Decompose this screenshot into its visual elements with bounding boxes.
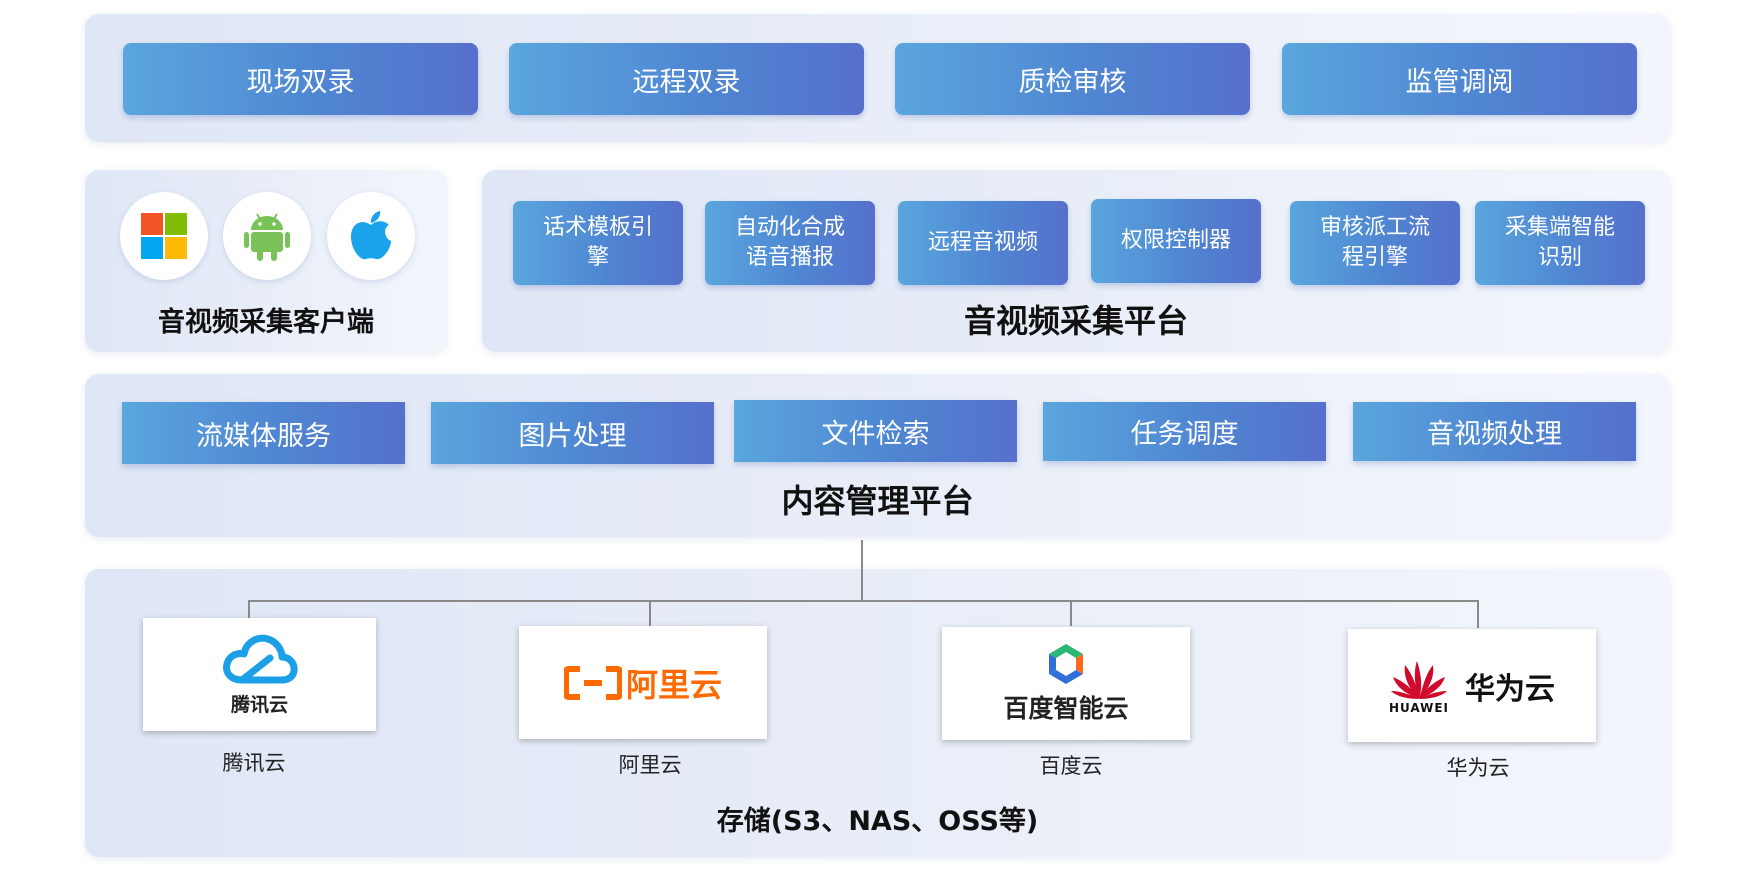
aliyun-logo-text: 阿里云 bbox=[625, 665, 722, 704]
auto-voice-broadcast-line1: 自动化合成 bbox=[734, 215, 845, 240]
auto-voice-broadcast-button[interactable]: 自动化合成 语音播报 bbox=[705, 201, 875, 285]
apple-icon bbox=[327, 192, 415, 280]
client-title: 音视频采集客户端 bbox=[158, 307, 374, 338]
baidu-cloud-label: 百度云 bbox=[1039, 754, 1103, 778]
smart-recognition-button[interactable]: 采集端智能 识别 bbox=[1475, 201, 1645, 285]
huawei-wordmark: HUAWEI bbox=[1388, 700, 1450, 715]
android-icon bbox=[223, 192, 311, 280]
image-processing-button[interactable]: 图片处理 bbox=[431, 402, 714, 464]
script-template-engine-line1: 话术模板引 bbox=[542, 215, 653, 240]
huawei-cloud-label: 华为云 bbox=[1446, 756, 1510, 780]
smart-recognition-line1: 采集端智能 bbox=[1504, 215, 1615, 240]
connector-huawei bbox=[1477, 600, 1479, 628]
review-dispatch-engine-button[interactable]: 审核派工流 程引擎 bbox=[1290, 201, 1460, 285]
tencent-cloud-label: 腾讯云 bbox=[222, 751, 286, 775]
connector-baidu bbox=[1070, 600, 1072, 626]
tencent-cloud-icon bbox=[222, 634, 298, 684]
content-platform-title: 内容管理平台 bbox=[781, 482, 974, 520]
remote-av-button[interactable]: 远程音视频 bbox=[898, 201, 1068, 285]
aliyun-label: 阿里云 bbox=[618, 753, 682, 777]
quality-review-button[interactable]: 质检审核 bbox=[895, 43, 1250, 115]
smart-recognition-line2: 识别 bbox=[1537, 245, 1582, 270]
tencent-cloud-card: 腾讯云 bbox=[143, 618, 376, 731]
huawei-cloud-card: HUAWEI 华为云 bbox=[1348, 629, 1596, 742]
baidu-cloud-icon bbox=[1049, 643, 1083, 684]
connector-bus bbox=[248, 600, 1479, 602]
connector-aliyun bbox=[649, 600, 651, 626]
auto-voice-broadcast-line2: 语音播报 bbox=[745, 245, 834, 270]
script-template-engine-line2: 擎 bbox=[586, 245, 609, 270]
review-dispatch-engine-line1: 审核派工流 bbox=[1319, 215, 1430, 240]
permission-controller-button[interactable]: 权限控制器 bbox=[1091, 199, 1261, 283]
script-template-engine-button[interactable]: 话术模板引 擎 bbox=[513, 201, 683, 285]
aliyun-card: 阿里云 bbox=[519, 626, 767, 739]
av-processing-button[interactable]: 音视频处理 bbox=[1353, 402, 1636, 461]
huawei-flower-icon bbox=[1390, 660, 1447, 699]
aliyun-icon bbox=[563, 665, 622, 700]
huawei-mark: HUAWEI bbox=[1389, 657, 1449, 715]
huawei-logo-text: 华为云 bbox=[1465, 671, 1556, 707]
file-search-button[interactable]: 文件检索 bbox=[734, 400, 1017, 462]
remote-dual-record-button[interactable]: 远程双录 bbox=[509, 43, 864, 115]
tencent-logo-text: 腾讯云 bbox=[230, 694, 288, 716]
streaming-service-button[interactable]: 流媒体服务 bbox=[122, 402, 405, 464]
connector-tencent bbox=[248, 600, 250, 618]
permission-controller-label: 权限控制器 bbox=[1120, 228, 1231, 253]
connector-trunk bbox=[861, 540, 863, 601]
remote-av-label: 远程音视频 bbox=[927, 230, 1038, 255]
task-scheduling-button[interactable]: 任务调度 bbox=[1043, 402, 1326, 461]
review-dispatch-engine-line2: 程引擎 bbox=[1341, 245, 1408, 270]
baidu-cloud-card: 百度智能云 bbox=[942, 627, 1190, 740]
onsite-dual-record-button[interactable]: 现场双录 bbox=[123, 43, 478, 115]
supervision-review-button[interactable]: 监管调阅 bbox=[1282, 43, 1637, 115]
baidu-logo-text: 百度智能云 bbox=[1003, 693, 1129, 723]
storage-title: 存储(S3、NAS、OSS等) bbox=[716, 806, 1039, 837]
capture-platform-title: 音视频采集平台 bbox=[963, 302, 1188, 340]
windows-icon bbox=[120, 192, 208, 280]
